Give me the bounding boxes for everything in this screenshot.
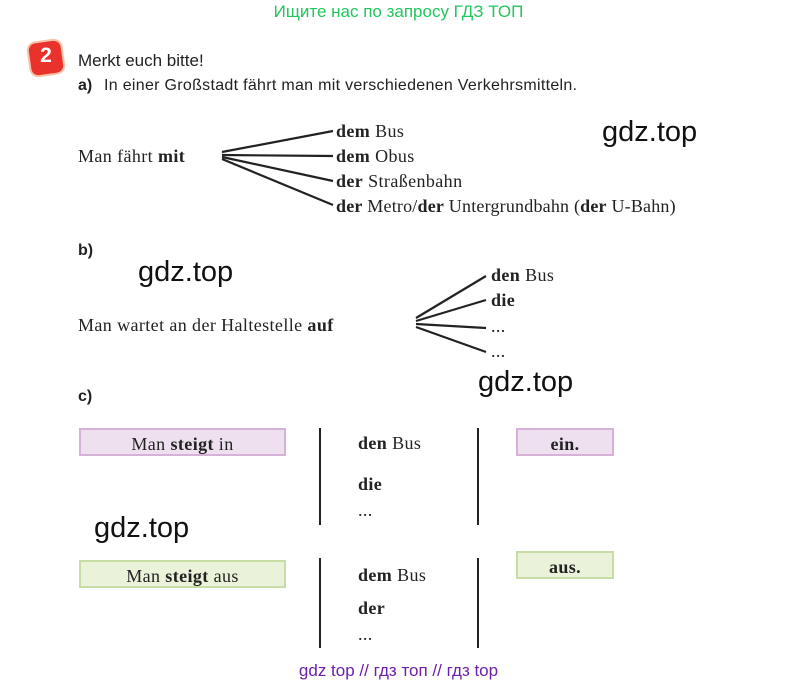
branch-line-b3 <box>415 322 487 330</box>
branch-line-a1 <box>221 129 334 154</box>
branch-line-a4 <box>221 157 334 207</box>
stem-plain: Man wartet an der Haltestelle <box>78 315 303 335</box>
noun: Bus <box>397 565 427 585</box>
section-b-letter: b) <box>78 242 94 259</box>
watermark: gdz.top <box>94 512 190 544</box>
noun: U-Bahn) <box>611 196 676 216</box>
article: dem <box>336 146 371 166</box>
column-divider <box>477 558 479 648</box>
article: dem <box>358 565 393 585</box>
column-divider <box>319 558 321 648</box>
row2-object-2: der <box>358 598 386 618</box>
branch-line-b1 <box>415 275 487 319</box>
verb: steigt <box>170 434 214 454</box>
promo-banner: Ищите нас по запросу ГДЗ ТОП <box>273 2 524 21</box>
row1-object-2: die <box>358 474 383 494</box>
noun: Untergrundbahn ( <box>448 196 581 216</box>
branch-line-a2 <box>221 153 334 158</box>
branch-a1: dem Bus <box>336 121 404 142</box>
row2-object-1: dem Bus <box>358 565 426 586</box>
article: dem <box>336 121 371 141</box>
section-a-letter: a) <box>78 77 93 94</box>
row1-object-1: den Bus <box>358 433 421 454</box>
verb: steigt <box>165 566 209 586</box>
branch-line-b4 <box>415 325 487 354</box>
watermark: gdz.top <box>602 116 698 148</box>
instruction-text: Merkt euch bitte! <box>78 51 204 70</box>
section-a-stem: Man fährt mit <box>78 146 185 167</box>
stem-preposition: auf <box>307 315 334 335</box>
noun: Metro/ <box>367 196 418 216</box>
noun: Bus <box>392 433 422 453</box>
column-divider <box>319 428 321 525</box>
row2-object-3: ... <box>358 624 373 644</box>
branch-line-a3 <box>221 155 334 183</box>
footer-watermark: gdz top // гдз топ // гдз top <box>298 661 499 680</box>
section-a-text: In einer Großstadt fährt man mit verschi… <box>104 77 578 94</box>
noun: Straßenbahn <box>368 171 463 191</box>
noun: Obus <box>375 146 415 166</box>
noun: Bus <box>525 265 555 285</box>
branch-b4: ... <box>491 341 506 361</box>
article: die <box>491 290 516 310</box>
article: der <box>417 196 445 216</box>
branch-a2: dem Obus <box>336 146 415 167</box>
column-divider <box>477 428 479 525</box>
exercise-number: 2 <box>40 44 52 67</box>
phrase-box-steigt-aus: Man steigt aus <box>79 560 286 588</box>
branch-b3: ... <box>491 316 506 336</box>
stem-preposition: mit <box>157 146 186 166</box>
branch-b2: die <box>491 290 515 311</box>
phrase-word: aus <box>213 566 239 586</box>
branch-line-b2 <box>415 298 487 323</box>
row1-object-3: ... <box>358 500 373 520</box>
branch-b1: den Bus <box>491 265 554 286</box>
section-b-stem: Man wartet an der Haltestelle auf <box>78 315 334 336</box>
phrase-word: Man <box>126 566 161 586</box>
watermark: gdz.top <box>478 366 574 398</box>
noun: Bus <box>375 121 405 141</box>
separable-prefix-box: aus. <box>516 551 614 579</box>
watermark: gdz.top <box>138 256 234 288</box>
separable-prefix-box: ein. <box>516 428 614 456</box>
branch-a4: der Metro/der Untergrundbahn (der U-Bahn… <box>336 196 676 217</box>
article: den <box>491 265 521 285</box>
stem-plain: Man fährt <box>78 146 154 166</box>
article: der <box>336 171 364 191</box>
article: der <box>336 196 363 216</box>
phrase-word: in <box>218 434 234 454</box>
article: der <box>580 196 607 216</box>
branch-a3: der Straßenbahn <box>336 171 462 192</box>
phrase-word: Man <box>131 434 166 454</box>
article: den <box>358 433 388 453</box>
phrase-box-steigt-ein: Man steigt in <box>79 428 286 456</box>
section-c-letter: c) <box>78 388 93 405</box>
